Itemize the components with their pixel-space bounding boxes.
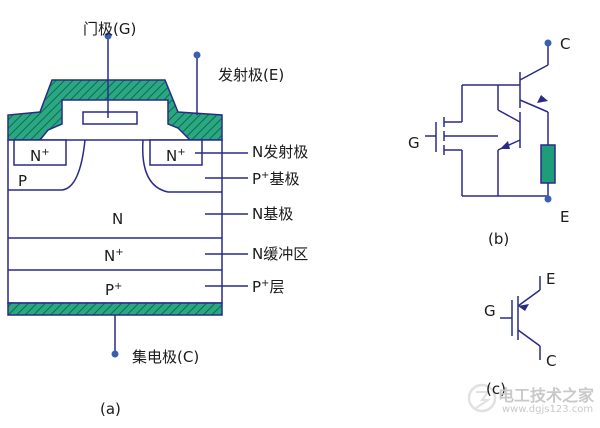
collector-terminal-dot xyxy=(111,350,119,358)
emitter-terminal-dot xyxy=(193,51,201,59)
annotation-n-emitter: N发射极 xyxy=(252,143,309,161)
symbol-c xyxy=(500,276,541,360)
region-n-buffer: N+ xyxy=(104,247,124,265)
b-terminal-c: C xyxy=(560,35,571,53)
emitter-label: 发射极(E) xyxy=(218,66,285,84)
b-collector-dot xyxy=(544,39,552,47)
emitter-metal-layer xyxy=(7,79,223,141)
region-n-base: N xyxy=(112,210,124,228)
c-terminal-g: G xyxy=(484,302,496,320)
pnp-arrow xyxy=(537,95,548,103)
n-plus-left-region xyxy=(13,139,67,166)
p-well-left xyxy=(8,139,86,191)
b-emitter-dot xyxy=(544,195,552,203)
region-p-layer: P+ xyxy=(105,281,123,299)
collector-label: 集电极(C) xyxy=(132,348,200,366)
watermark-title: 电工技术之家 xyxy=(498,386,595,405)
c-terminal-e: E xyxy=(546,270,556,288)
watermark-logo xyxy=(467,383,497,413)
symbol-arrow xyxy=(518,304,529,311)
cross-section-a xyxy=(7,38,248,352)
device-body xyxy=(7,139,223,304)
annotation-p-base: P+基极 xyxy=(252,170,300,188)
region-n-plus-right: N+ xyxy=(166,147,186,165)
annotation-p-layer: P+层 xyxy=(252,278,285,296)
b-terminal-g: G xyxy=(408,134,420,152)
caption-c: (c) xyxy=(486,380,506,398)
annotation-n-base: N基极 xyxy=(252,205,294,223)
gate-label: 门极(G) xyxy=(83,20,137,38)
annotation-n-buffer: N缓冲区 xyxy=(252,245,309,263)
equivalent-circuit-b xyxy=(425,45,549,198)
gate-poly xyxy=(82,111,138,125)
p-well-right xyxy=(141,139,222,193)
region-n-plus-left: N+ xyxy=(30,147,50,165)
npn-arrow xyxy=(500,141,510,149)
collector-metal xyxy=(7,302,223,316)
caption-a: (a) xyxy=(100,400,121,418)
caption-b: (b) xyxy=(488,230,510,248)
n-plus-right-region xyxy=(149,139,203,166)
watermark-url: www.dgjs123.com xyxy=(502,404,594,415)
b-terminal-e: E xyxy=(560,208,570,226)
modulation-resistor xyxy=(540,144,556,184)
region-p: P xyxy=(18,172,28,190)
gate-terminal-dot xyxy=(104,32,112,40)
c-terminal-c: C xyxy=(546,352,557,370)
